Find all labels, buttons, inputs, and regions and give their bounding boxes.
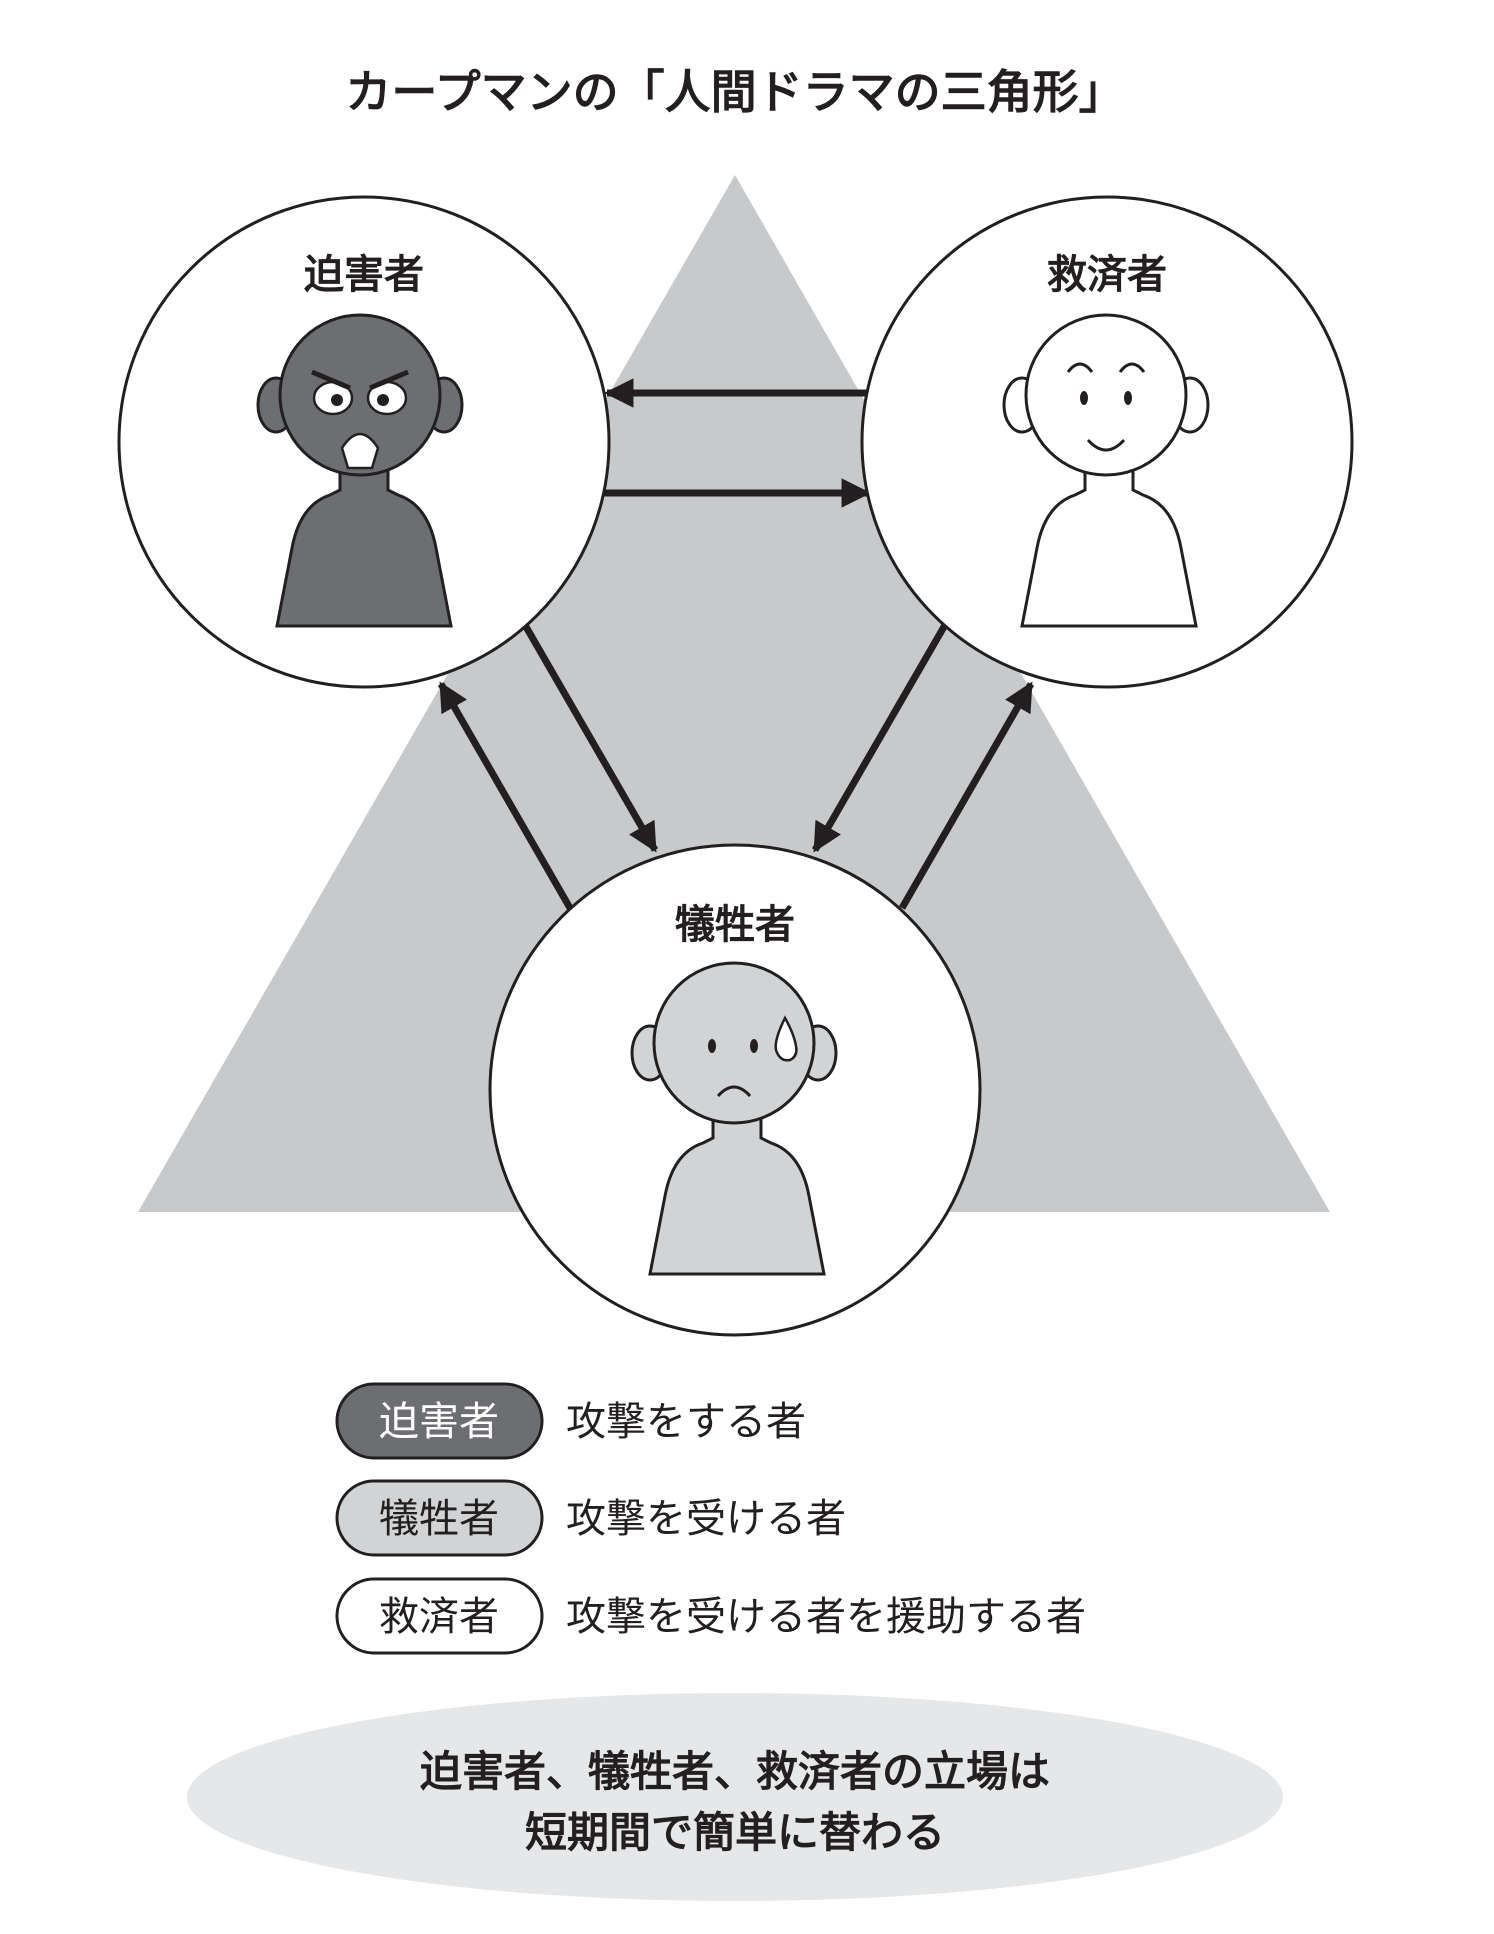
rescuer-node: 救済者 [860, 195, 1354, 689]
caption-line-1: 迫害者、犠牲者、救済者の立場は [420, 1747, 1050, 1796]
legend-rescuer-description: 攻撃を受ける者を援助する者 [566, 1594, 1086, 1640]
caption-line-2: 短期間で簡単に替わる [525, 1808, 945, 1857]
victim-label: 犠牲者 [675, 902, 795, 948]
legend-rescuer-label: 救済者 [379, 1594, 499, 1640]
legend-item-persecutor: 迫害者 攻撃をする者 [335, 1382, 806, 1460]
victim-node: 犠牲者 [488, 843, 982, 1337]
rescuer-label: 救済者 [1047, 252, 1167, 298]
caption: 迫害者、犠牲者、救済者の立場は 短期間で簡単に替わる [187, 1693, 1283, 1901]
role-arrows [437, 378, 1035, 910]
smiling-face-icon [1002, 313, 1210, 628]
legend-victim-label: 犠牲者 [379, 1496, 499, 1542]
persecutor-node: 迫害者 [117, 195, 611, 689]
diagram-title: カープマンの「人間ドラマの三角形」 [345, 65, 1124, 119]
arrow-rescuer-to-victim [811, 623, 949, 853]
legend-victim-description: 攻撃を受ける者 [566, 1496, 846, 1542]
arrow-victim-to-rescuer [898, 681, 1035, 910]
arrow-persecutor-to-victim [521, 623, 659, 853]
angry-face-icon [256, 313, 464, 628]
legend-persecutor-label: 迫害者 [379, 1399, 499, 1445]
persecutor-label: 迫害者 [304, 252, 424, 298]
caption-background [187, 1693, 1283, 1901]
legend-persecutor-description: 攻撃をする者 [566, 1399, 806, 1445]
arrow-victim-to-persecutor [437, 681, 574, 910]
legend: 迫害者 攻撃をする者 犠牲者 攻撃を受ける者 救済者 攻撃を受ける者を援助する者 [335, 1382, 1086, 1655]
legend-item-rescuer: 救済者 攻撃を受ける者を援助する者 [335, 1577, 1086, 1655]
legend-item-victim: 犠牲者 攻撃を受ける者 [335, 1479, 846, 1557]
background-triangle [138, 175, 1330, 1212]
worried-face-icon [630, 961, 838, 1276]
